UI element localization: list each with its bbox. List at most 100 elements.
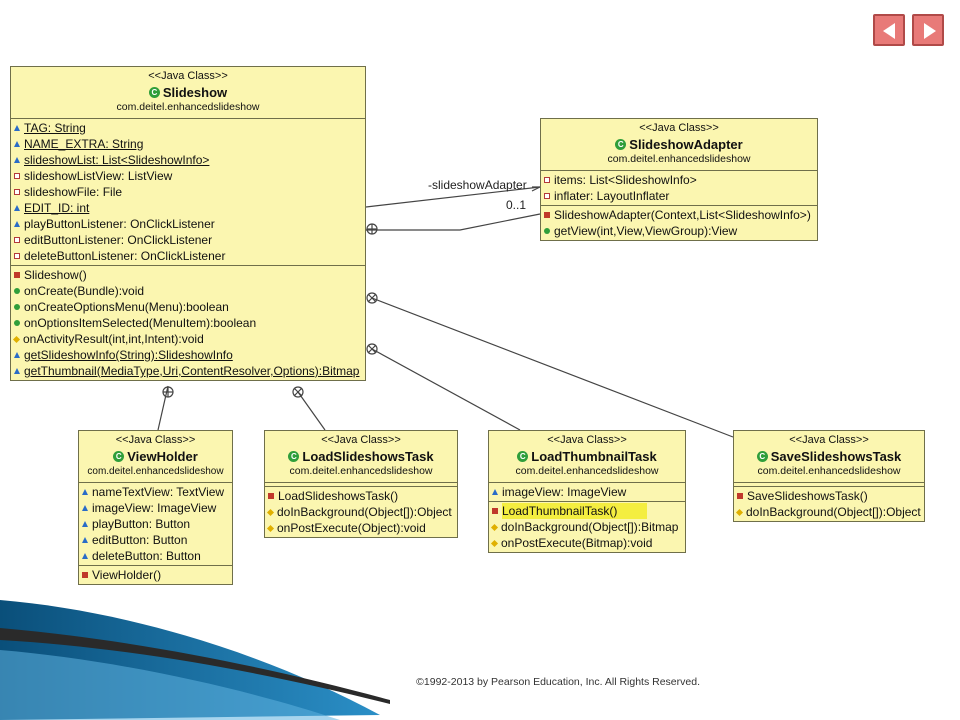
member-row: editButtonListener: OnClickListener [14,232,362,248]
protected-member-icon [14,221,20,227]
member-text: editButtonListener: OnClickListener [24,233,213,247]
member-row: deleteButtonListener: OnClickListener [14,248,362,264]
member-row: onPostExecute(Object):void [266,520,454,536]
member-text: getThumbnail(MediaType,Uri,ContentResolv… [24,364,360,378]
light-swoosh [0,650,340,720]
class-icon: C [615,139,627,150]
member-text: EDIT_ID: int [24,201,90,215]
protected-member-icon [82,489,88,495]
member-row: items: List<SlideshowInfo> [544,172,814,188]
member-text: onOptionsItemSelected(MenuItem):boolean [24,316,257,330]
constructor-icon [544,212,550,218]
member-text: doInBackground(Object[]):Object [277,505,452,519]
member-text: deleteButton: Button [92,549,201,563]
fields-section: imageView: ImageView [489,483,685,502]
member-text: slideshowFile: File [24,185,123,199]
class-icon: C [148,87,160,98]
fields-section [265,483,457,487]
package-member-icon [490,539,499,547]
member-row: getView(int,View,ViewGroup):View [544,223,814,239]
member-text: items: List<SlideshowInfo> [554,173,697,187]
private-member-icon [14,189,20,195]
member-text: nameTextView: TextView [92,485,225,499]
fields-section [734,483,924,487]
member-text: playButtonListener: OnClickListener [24,217,215,231]
public-method-icon [14,288,20,294]
methods-section: LoadSlideshowsTask() doInBackground(Objec… [265,487,457,537]
member-text: getView(int,View,ViewGroup):View [554,224,738,238]
class-name-text: LoadSlideshowsTask [302,449,434,464]
private-member-icon [544,193,550,199]
member-text: inflater: LayoutInflater [554,189,670,203]
member-text: LoadSlideshowsTask() [278,489,399,503]
member-row: inflater: LayoutInflater [544,188,814,204]
member-row: onCreate(Bundle):void [14,283,362,299]
private-member-icon [14,237,20,243]
association-label: -slideshowAdapter [428,178,527,192]
member-row: SlideshowAdapter(Context,List<SlideshowI… [544,207,814,223]
static-final-field-icon [14,125,20,131]
member-text: SlideshowAdapter(Context,List<SlideshowI… [554,208,811,222]
nest-marker-saveslideshows [366,292,378,304]
package-name: com.deitel.enhancedslideshow [757,465,901,477]
static-member-icon [14,352,20,358]
package-name: com.deitel.enhancedslideshow [607,153,751,165]
member-text: doInBackground(Object[]):Object [746,505,921,519]
class-icon: C [288,451,300,462]
package-name: com.deitel.enhancedslideshow [87,466,224,477]
stereotype: <<Java Class>> [115,434,196,446]
member-text: slideshowList: List<SlideshowInfo> [24,153,210,167]
member-row: doInBackground(Object[]):Object [266,504,454,520]
protected-member-icon [82,505,88,511]
nest-marker-loadthumbnail [366,343,378,355]
public-method-icon [14,304,20,310]
class-icon: C [756,451,768,462]
member-row: deleteButton: Button [82,548,229,564]
methods-section: SlideshowAdapter(Context,List<SlideshowI… [541,206,817,240]
public-method-icon [544,228,550,234]
member-row: SaveSlideshowsTask() [737,488,921,504]
package-name: com.deitel.enhancedslideshow [289,465,433,477]
member-text: playButton: Button [92,517,191,531]
next-slide-button[interactable] [912,14,944,46]
member-row: playButton: Button [82,516,229,532]
member-row: doInBackground(Object[]):Bitmap [490,519,682,535]
left-arrow-icon [883,23,895,39]
copyright-notice: ©1992-2013 by Pearson Education, Inc. Al… [416,676,700,688]
member-text: doInBackground(Object[]):Bitmap [501,520,679,534]
methods-section: LoadThumbnailTask()doInBackground(Object… [489,502,685,552]
private-member-icon [544,177,550,183]
member-text: onCreate(Bundle):void [24,284,145,298]
previous-slide-button[interactable] [873,14,905,46]
member-row: onActivityResult(int,int,Intent):void [12,331,362,347]
package-member-icon [266,524,275,532]
member-row: nameTextView: TextView [82,484,229,500]
member-row: EDIT_ID: int [14,200,362,216]
static-final-field-icon [14,205,20,211]
member-row: imageView: ImageView [82,500,229,516]
protected-member-icon [82,553,88,559]
nest-line-adapter [366,213,541,231]
nest-marker-loadslideshows [292,386,304,398]
class-name-text: SaveSlideshowsTask [770,449,902,464]
constructor-icon [737,493,743,499]
member-text: LoadThumbnailTask() [502,503,648,519]
member-row: slideshowListView: ListView [14,168,362,184]
member-row: NAME_EXTRA: String [14,136,362,152]
static-member-icon [14,368,20,374]
package-member-icon [735,508,744,516]
